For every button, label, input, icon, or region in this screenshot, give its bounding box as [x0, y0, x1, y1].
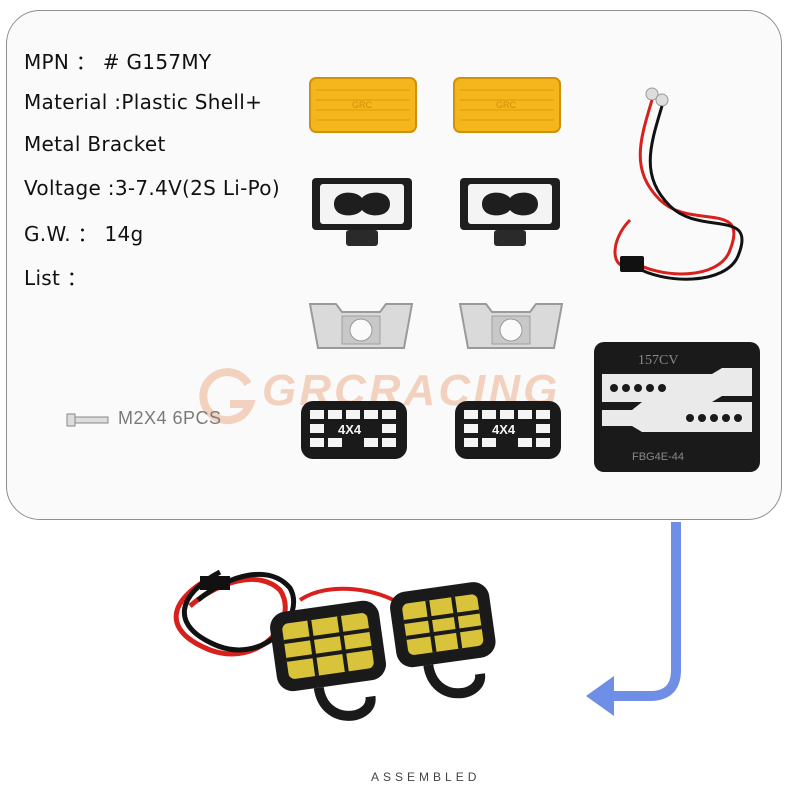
screw-label: M2X4 6PCS — [118, 408, 222, 428]
black-housing-left — [312, 178, 412, 246]
watermark-logo-icon — [199, 368, 256, 425]
spec-mpn: MPN ： # G157MY — [24, 50, 212, 74]
grille-left: 4X4 — [301, 401, 407, 459]
sticker-plate: 157CV FBG4E-44 — [594, 342, 760, 472]
sticker-code: FBG4E-44 — [632, 451, 684, 463]
metal-bracket-left — [308, 303, 414, 349]
led-wire-harness — [613, 87, 744, 281]
lens-mark-left: GRC — [352, 100, 373, 110]
grille-mark-left: 4X4 — [338, 422, 362, 437]
assembled-lights — [173, 569, 496, 721]
grille-mark-right: 4X4 — [492, 422, 516, 437]
metal-bracket-right — [458, 303, 564, 349]
amber-lens-right: GRC — [453, 77, 561, 133]
black-housing-right — [460, 178, 560, 246]
spec-list-label: List ： — [24, 266, 88, 290]
spec-voltage: Voltage :3-7.4V(2S Li-Po) — [24, 176, 280, 200]
grille-right: 4X4 — [455, 401, 561, 459]
spec-material: Material :Plastic Shell+ — [24, 90, 263, 114]
lens-mark-right: GRC — [496, 100, 517, 110]
screw-icon — [66, 413, 109, 427]
spec-material-cont: Metal Bracket — [24, 132, 166, 156]
spec-weight: G.W. ： 14g — [24, 222, 144, 246]
assembly-arrow-icon — [586, 522, 681, 716]
sticker-title: 157CV — [638, 353, 678, 368]
assembled-caption: ASSEMBLED — [371, 770, 481, 784]
amber-lens-left: GRC — [309, 77, 417, 133]
